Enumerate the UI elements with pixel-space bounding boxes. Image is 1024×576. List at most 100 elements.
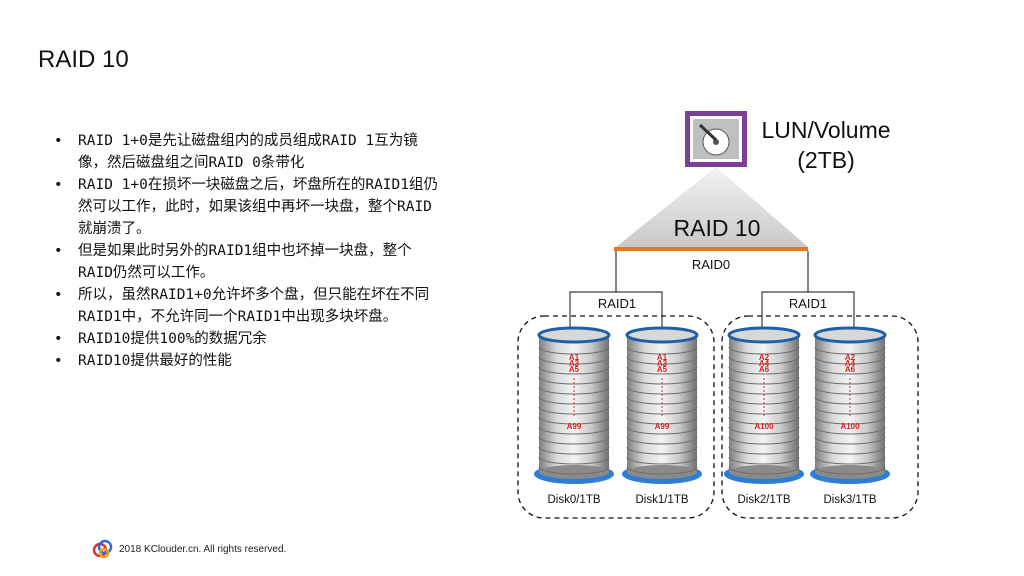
disk-block-label: A4 <box>845 359 856 368</box>
raid1-label-left: RAID1 <box>598 296 636 311</box>
disk-set: A1A3A5A99Disk0/1TBA1A3A5A99Disk1/1TBA2A4… <box>534 326 890 506</box>
disk-platter-line <box>728 466 800 475</box>
disk-block-label: A5 <box>569 365 580 374</box>
disk-platter-line <box>814 386 886 395</box>
disk-platter-line <box>814 456 886 465</box>
disk-name-label: Disk2/1TB <box>737 494 790 506</box>
disk-platter-line <box>728 386 800 395</box>
raid10-label: RAID 10 <box>674 215 761 241</box>
disk-block-label: A4 <box>759 359 770 368</box>
raid0-bar <box>614 247 808 251</box>
disk-platter-line <box>538 406 610 415</box>
bullet-item: RAID10提供最好的性能 <box>54 350 439 372</box>
disk-bottom <box>729 465 799 479</box>
disk-platter-line <box>538 346 610 355</box>
disk-top <box>625 326 699 344</box>
raid10-pyramid <box>616 167 808 247</box>
disk-platter-line <box>538 416 610 425</box>
disk-platter-line <box>626 466 698 475</box>
disk-platter-line <box>814 426 886 435</box>
disk-name-label: Disk0/1TB <box>547 494 600 506</box>
disk-platter-line <box>728 436 800 445</box>
bullet-item: 所以，虽然RAID1+0允许坏多个盘，但只能在坏在不同RAID1中，不允许同一个… <box>54 284 439 328</box>
disk-platter-line <box>626 416 698 425</box>
disk-block-label: A2 <box>759 353 770 362</box>
raid0-label: RAID0 <box>692 257 730 272</box>
disk-platter-line <box>814 446 886 455</box>
disk-platter-line <box>538 366 610 375</box>
disk-top <box>537 326 611 344</box>
disk-platter-line <box>626 436 698 445</box>
bullet-list: RAID 1+0是先让磁盘组内的成员组成RAID 1互为镜像，然后磁盘组之间RA… <box>54 130 439 372</box>
disk-block-label: A6 <box>845 365 856 374</box>
disk-bottom <box>539 465 609 479</box>
disk-platter-line <box>728 416 800 425</box>
disk-block-label: A5 <box>657 365 668 374</box>
raid1-group-left <box>517 315 715 519</box>
disk-platter-line <box>728 366 800 375</box>
disk-last-block-label: A99 <box>655 422 670 431</box>
disk-bottom <box>627 465 697 479</box>
lun-label-line2: (2TB) <box>797 147 855 173</box>
disk-platter-line <box>814 436 886 445</box>
disk-bottom <box>815 465 885 479</box>
disk-block-label: A3 <box>657 359 668 368</box>
disk-platter-line <box>538 356 610 365</box>
footer: 2018 KClouder.cn. All rights reserved. <box>92 538 286 560</box>
disk-platter-line <box>626 346 698 355</box>
disk-block-label: A1 <box>657 353 668 362</box>
disk-last-block-label: A100 <box>840 422 860 431</box>
disk-platter-line <box>814 366 886 375</box>
disk-platter-line <box>626 386 698 395</box>
lun-label-line1: LUN/Volume <box>761 117 890 143</box>
bullet-item: 但是如果此时另外的RAID1组中也坏掉一块盘，整个RAID仍然可以工作。 <box>54 240 439 284</box>
slide-title: RAID 10 <box>38 46 129 73</box>
disk-platter-line <box>626 366 698 375</box>
disk-platter-line <box>728 426 800 435</box>
disk-platter-line <box>728 446 800 455</box>
disk-platter-line <box>728 456 800 465</box>
disk-platter-line <box>538 436 610 445</box>
bullet-item: RAID10提供100%的数据冗余 <box>54 328 439 350</box>
disk-top <box>813 326 887 344</box>
connector-lines <box>569 251 855 330</box>
disk-block-label: A2 <box>845 353 856 362</box>
disk-platter-line <box>538 446 610 455</box>
disk-last-block-label: A99 <box>567 422 582 431</box>
disk-platter-line <box>538 386 610 395</box>
disk-platter-line <box>814 466 886 475</box>
disk-platter-line <box>728 346 800 355</box>
disk-name-label: Disk3/1TB <box>823 494 876 506</box>
disk-platter-line <box>626 406 698 415</box>
disk-platter-line <box>626 456 698 465</box>
disk-top <box>727 326 801 344</box>
disk-platter-line <box>814 356 886 365</box>
bullet-item: RAID 1+0在损坏一块磁盘之后，坏盘所在的RAID1组仍然可以工作，此时，如… <box>54 174 439 240</box>
disk-platter-line <box>538 456 610 465</box>
disk-block-label: A1 <box>569 353 580 362</box>
disk-block-label: A6 <box>759 365 770 374</box>
disk-platter-line <box>728 356 800 365</box>
disk-block-label: A3 <box>569 359 580 368</box>
disk-platter-line <box>814 416 886 425</box>
kclouder-logo-icon <box>92 539 113 559</box>
disk-platter-line <box>538 466 610 475</box>
disk-platter-line <box>626 446 698 455</box>
disk-last-block-label: A100 <box>754 422 774 431</box>
disk-platter-line <box>814 406 886 415</box>
disk-name-label: Disk1/1TB <box>635 494 688 506</box>
disk-platter-line <box>728 406 800 415</box>
bullet-item: RAID 1+0是先让磁盘组内的成员组成RAID 1互为镜像，然后磁盘组之间RA… <box>54 130 439 174</box>
disk-platter-line <box>538 426 610 435</box>
copyright-text: 2018 KClouder.cn. All rights reserved. <box>119 543 287 555</box>
raid1-label-right: RAID1 <box>789 296 827 311</box>
disk-platter-line <box>626 426 698 435</box>
raid1-group-right <box>721 315 919 519</box>
disk-platter-line <box>814 346 886 355</box>
lun-volume-icon <box>685 111 747 167</box>
